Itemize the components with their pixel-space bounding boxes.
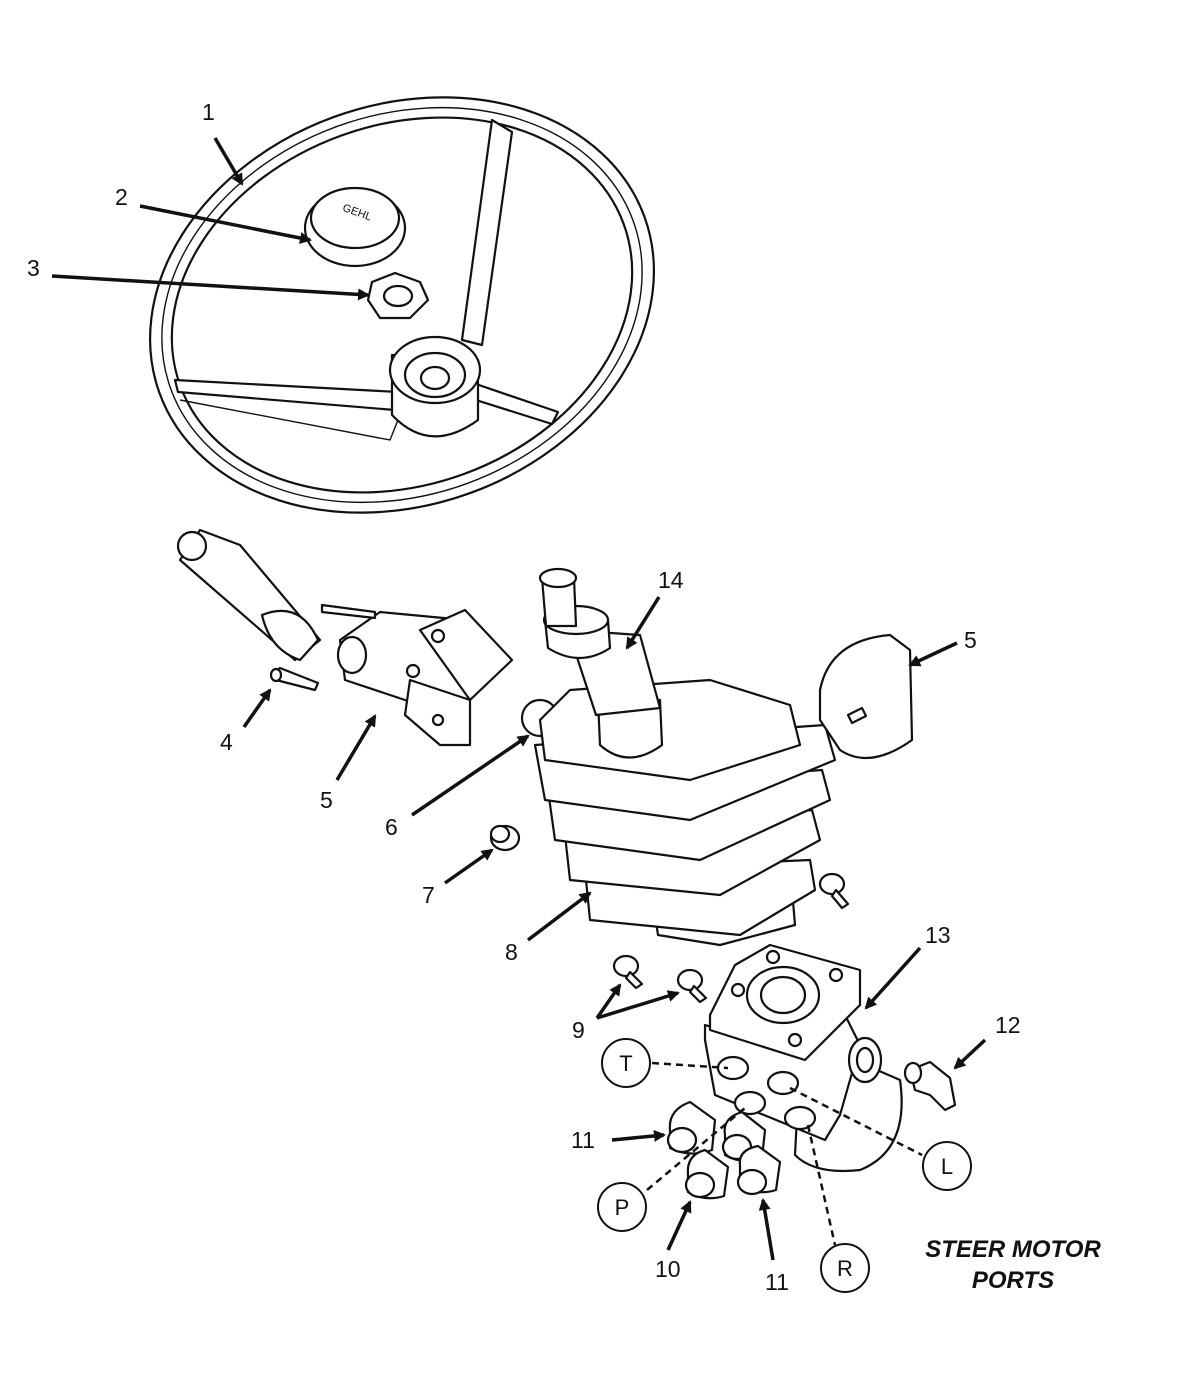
callout-5-right: 5 <box>964 627 977 653</box>
svg-text:L: L <box>941 1154 953 1179</box>
svg-text:R: R <box>837 1256 853 1281</box>
grommet <box>489 824 521 852</box>
port-label-r: R <box>820 1243 870 1293</box>
half-clamp <box>818 633 914 760</box>
port-label-p: P <box>597 1182 647 1232</box>
steering-column-shaft <box>538 567 664 759</box>
leader-arrows <box>51 137 987 1261</box>
elbow-fitting <box>903 1060 957 1112</box>
callout-8: 8 <box>505 939 518 965</box>
callout-14: 14 <box>658 567 684 593</box>
hub-cap: GEHL <box>303 186 407 268</box>
callout-13: 13 <box>925 922 951 948</box>
callout-9: 9 <box>572 1017 585 1043</box>
caption-line-1: STEER MOTOR <box>925 1236 1101 1263</box>
callout-5-left: 5 <box>320 787 333 813</box>
steer-motor <box>703 943 903 1173</box>
fittings-items-10-11 <box>666 1100 782 1200</box>
callout-3: 3 <box>27 255 40 281</box>
port-leaders <box>646 1061 923 1246</box>
bolt <box>269 666 320 692</box>
screws-item-9 <box>612 954 708 1004</box>
hex-nut <box>366 271 430 320</box>
callout-10: 10 <box>655 1256 681 1282</box>
port-label-t: T <box>601 1038 651 1088</box>
callout-1: 1 <box>202 99 215 125</box>
column-housing <box>533 678 837 947</box>
svg-text:T: T <box>619 1051 632 1076</box>
screw-small <box>818 872 850 910</box>
callout-labels: 1 2 3 4 5 6 7 8 9 11 10 11 12 13 14 5 <box>27 99 1021 1295</box>
callout-4: 4 <box>220 729 233 755</box>
tilt-bracket-assembly <box>176 528 514 747</box>
callout-12: 12 <box>995 1012 1021 1038</box>
callout-7: 7 <box>422 882 435 908</box>
caption-line-2: PORTS <box>972 1267 1054 1294</box>
callout-2: 2 <box>115 184 128 210</box>
port-label-l: L <box>922 1141 972 1191</box>
callout-11-bottom: 11 <box>765 1269 789 1295</box>
callout-11-left: 11 <box>571 1127 595 1153</box>
svg-text:P: P <box>615 1195 630 1220</box>
callout-6: 6 <box>385 814 398 840</box>
